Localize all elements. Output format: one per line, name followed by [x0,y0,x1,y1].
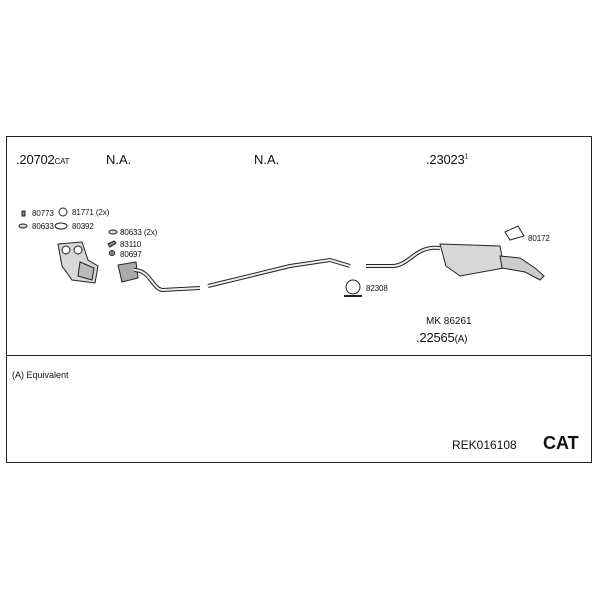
part-number-muffler: .22565(A) [416,330,468,345]
fitting-code: 80633 [32,222,54,231]
gasket-icon [18,223,28,229]
section-divider [7,355,591,356]
na-label-2: N.A. [254,152,280,167]
kit-code: REK016108 [452,438,517,452]
fitting-code: 80633 (2x) [120,228,158,237]
fitting-code: 82308 [366,284,388,293]
diagram-frame [6,136,592,463]
mk-label: MK 86261 [426,316,472,327]
nut-small-icon [109,250,115,256]
footnote: (A) Equivalent [12,370,69,380]
rear-muffler-icon [439,243,505,277]
part-number-rear: .230231 [426,152,469,167]
na-label-1: N.A. [106,152,132,167]
fitting-code: 80697 [120,250,142,259]
fitting-code: 81771 (2x) [72,208,110,217]
fitting-code: 80172 [528,234,550,243]
part-number-catalyst: .20702CAT [16,152,70,167]
hanger-icon [504,225,525,241]
bolt-small-icon [107,240,117,248]
fitting-code: 80773 [32,209,54,218]
nut-icon [58,207,68,217]
fitting-code: 80392 [72,222,94,231]
flex-pipe-icon [117,261,139,283]
fitting-code: 83110 [120,240,142,249]
kit-type: CAT [543,433,579,453]
ring-gasket-icon [54,222,68,230]
clamp-icon [345,279,361,295]
middle-pipe-icon [207,257,351,288]
bolt-icon [21,210,26,217]
gasket-small-icon [108,229,118,235]
